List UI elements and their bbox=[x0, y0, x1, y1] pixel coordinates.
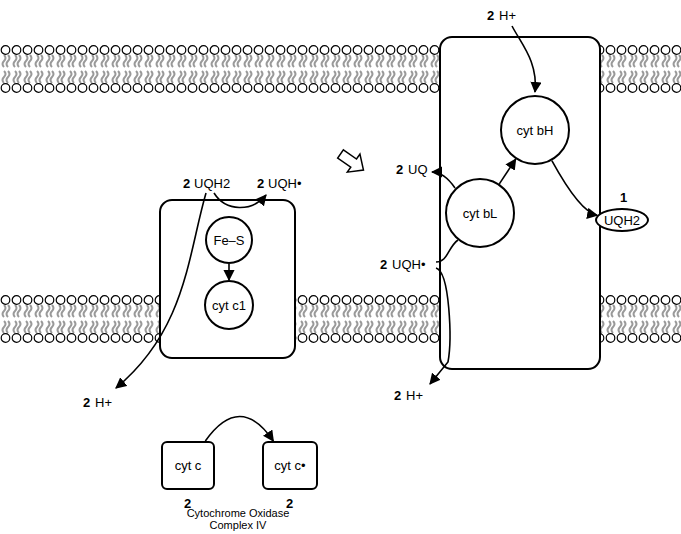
iron-sulfur-center: Fe–S bbox=[205, 216, 253, 264]
stoichiometry-number: 1 bbox=[620, 190, 627, 205]
molecule-label: UQ bbox=[408, 162, 428, 177]
molecule-label: UQH• bbox=[268, 176, 301, 191]
complex-box bbox=[160, 200, 295, 358]
cytochrome-box: cyt c bbox=[161, 441, 215, 490]
cytochrome-box: cyt c• bbox=[262, 441, 318, 490]
stoichiometry-number: 2 bbox=[83, 395, 90, 410]
electron-transfer-arrow bbox=[499, 159, 515, 184]
ubiquinol-ellipse: UQH2 bbox=[595, 208, 649, 232]
node-text: cyt bL bbox=[463, 206, 498, 221]
electron-transfer-arrow bbox=[552, 161, 597, 216]
node-text: cyt bH bbox=[517, 123, 554, 138]
cytochrome-circle: cyt bH bbox=[500, 95, 570, 165]
flow-arrow bbox=[432, 172, 455, 188]
cytochrome-circle: cyt c1 bbox=[204, 280, 254, 330]
stoichiometry-number: 2 bbox=[257, 176, 264, 191]
flow-arrow bbox=[116, 193, 206, 388]
node-text: Fe–S bbox=[213, 233, 244, 248]
stoichiometry-number: 2 bbox=[487, 8, 494, 23]
electron-transfer-arrow bbox=[205, 417, 273, 442]
complex-box bbox=[440, 37, 600, 369]
hollow-arrow bbox=[334, 145, 370, 179]
electron-transfer-arrow bbox=[228, 264, 230, 280]
node-text: cyt c bbox=[175, 458, 202, 473]
flow-arrow bbox=[214, 193, 266, 208]
flow-arrow bbox=[512, 26, 535, 92]
stoichiometry-number: 2 bbox=[396, 162, 403, 177]
stoichiometry-number: 2 bbox=[394, 388, 401, 403]
node-text: cyt c1 bbox=[212, 298, 246, 313]
molecule-label: H+ bbox=[499, 8, 516, 23]
stoichiometry-number: 2 bbox=[380, 257, 387, 272]
complex-label: Cytochrome Oxidase Complex IV bbox=[178, 507, 298, 531]
node-text: cyt c• bbox=[274, 458, 305, 473]
flow-arrow bbox=[436, 240, 458, 262]
molecule-label: H+ bbox=[406, 388, 423, 403]
cytochrome-circle: cyt bL bbox=[445, 178, 515, 248]
stoichiometry-number: 2 bbox=[183, 176, 190, 191]
molecule-label: UQH2 bbox=[194, 176, 230, 191]
flow-arrow bbox=[430, 268, 450, 384]
molecule-label: UQH• bbox=[392, 257, 425, 272]
node-text: UQH2 bbox=[604, 213, 640, 228]
molecule-label: H+ bbox=[95, 395, 112, 410]
